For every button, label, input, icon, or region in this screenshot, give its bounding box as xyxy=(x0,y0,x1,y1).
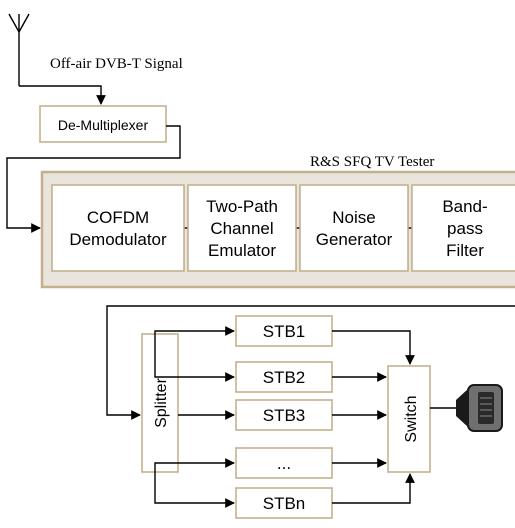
tester-title: R&S SFQ TV Tester xyxy=(310,154,434,170)
splitter-label: Splitter xyxy=(153,377,170,427)
tester-output-line xyxy=(106,305,515,420)
switch-box xyxy=(387,365,431,473)
stb-row-4: ... xyxy=(154,447,387,479)
tester-block-label-line: pass xyxy=(447,219,483,238)
tester-block-label-line: Filter xyxy=(446,241,484,260)
tester-block-label-line: Noise xyxy=(332,208,375,227)
tester-block-label-line: Demodulator xyxy=(69,230,167,249)
antenna-to-demux-line xyxy=(19,85,106,105)
antenna-icon xyxy=(8,13,30,86)
tester-block-box xyxy=(187,184,297,272)
tester-block-label-line: Channel xyxy=(210,219,273,238)
stb-row-2: STB2 xyxy=(154,334,387,393)
stb-row-3: STB3 xyxy=(178,399,387,431)
splitter-to-stb-line xyxy=(154,334,235,382)
tester-blocks: COFDMDemodulatorTwo-PathChannelEmulatorN… xyxy=(51,184,515,272)
tester-block-label-line: Two-Path xyxy=(206,197,278,216)
tester-block-label-line: Emulator xyxy=(208,241,276,260)
stb-label: STB2 xyxy=(263,368,306,387)
tester-block-box xyxy=(51,184,185,272)
signal-label: Off-air DVB-T Signal xyxy=(50,56,183,72)
stb-label: STB3 xyxy=(263,406,306,425)
tester-block-label-line: Generator xyxy=(316,230,393,249)
stb-box xyxy=(235,447,333,479)
stb-to-switch-line xyxy=(332,330,415,365)
tester-block-box xyxy=(299,184,409,272)
tester-block-label-line: Band- xyxy=(442,197,487,216)
stb-box xyxy=(235,399,333,431)
stb-label: STBn xyxy=(263,494,306,513)
stb-row-1: STB1 xyxy=(154,315,415,365)
stb-row-5: STBn xyxy=(154,472,415,519)
tester-block-box xyxy=(411,184,515,272)
stb-label: STB1 xyxy=(263,322,306,341)
splitter-box xyxy=(141,333,179,473)
tv-monitor-icon xyxy=(456,384,503,432)
stb-to-switch-line xyxy=(332,473,415,504)
splitter-to-stb-line xyxy=(154,458,235,472)
demux-label: De-Multiplexer xyxy=(58,117,149,133)
demux-to-tester-line xyxy=(6,125,181,233)
stb-box xyxy=(235,487,333,519)
demux-box xyxy=(39,105,167,143)
switch-label: Switch xyxy=(403,395,420,442)
splitter-to-stb-line xyxy=(154,472,235,508)
tester-block-label-line: COFDM xyxy=(87,208,149,227)
splitter-to-stb-line xyxy=(154,326,235,336)
stb-box xyxy=(235,315,333,347)
stb-label: ... xyxy=(277,454,291,473)
tester-block-1: COFDM Demodulator xyxy=(51,184,185,272)
